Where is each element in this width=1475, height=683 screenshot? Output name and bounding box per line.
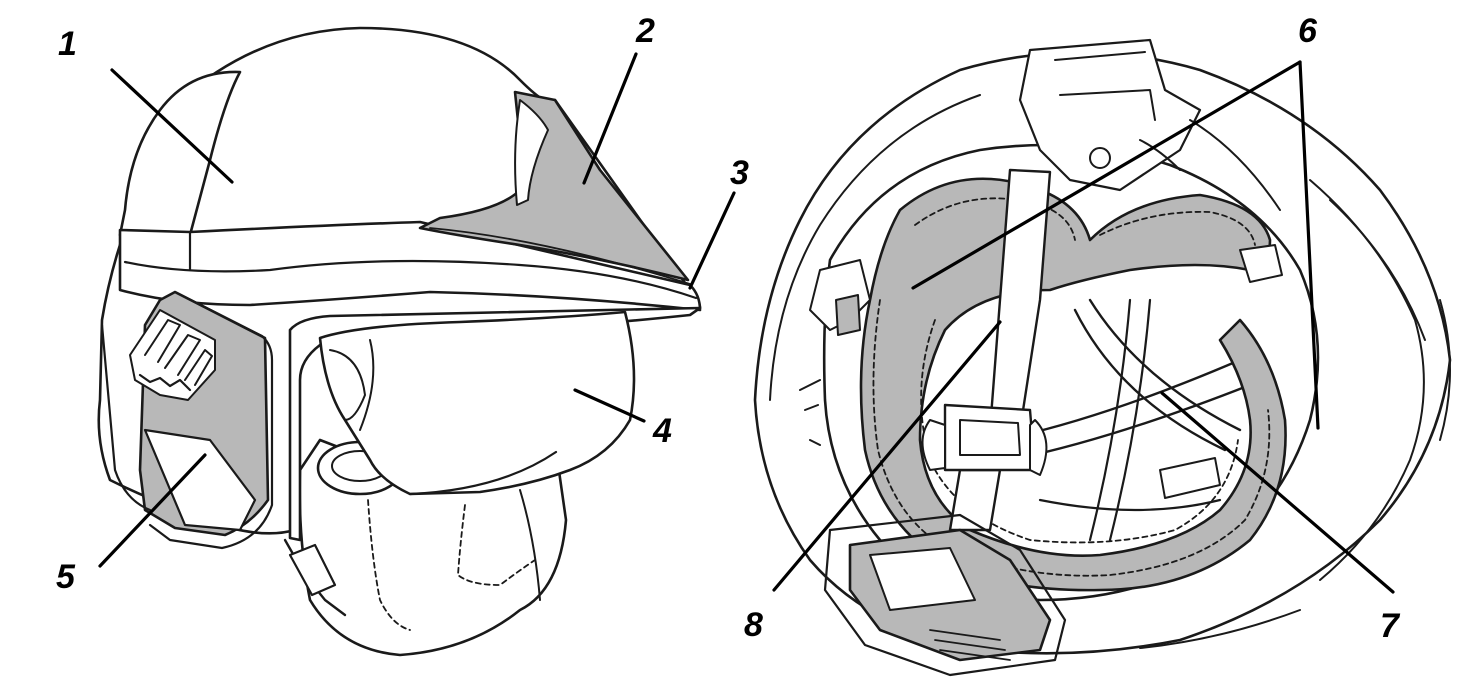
leader-6a <box>911 60 1302 290</box>
callout-7: 7 <box>1380 607 1401 645</box>
buckle <box>943 403 1037 472</box>
ratchet-detail-2 <box>1059 89 1156 121</box>
buckle-inner <box>959 419 1021 456</box>
leader-1 <box>110 68 234 184</box>
lamp-mount-clips <box>129 309 216 401</box>
leader-7 <box>1160 391 1395 594</box>
buckle-side-left <box>921 419 946 471</box>
leader-lines-right <box>772 60 1395 594</box>
rear-bracket-window <box>869 547 976 611</box>
callout-4: 4 <box>652 412 672 450</box>
leader-5 <box>98 453 207 568</box>
visor-inner-left <box>329 349 366 421</box>
brim-band <box>118 220 702 312</box>
lamp-mount-grip <box>138 373 192 392</box>
callout-1: 1 <box>58 25 77 63</box>
headband-pad-stitch-inner <box>920 319 1239 544</box>
callout-labels: 1 2 3 4 5 6 7 8 <box>56 12 1401 645</box>
interior-side-slots <box>799 379 821 446</box>
shell-back-lobe <box>118 70 242 237</box>
interior-rim-4 <box>1139 609 1301 649</box>
interior-rim-3 <box>1329 199 1426 341</box>
leader-lines-left <box>98 52 736 568</box>
cradle-strap-2 <box>1073 308 1227 452</box>
lamp-clip-slot-1 <box>144 319 181 363</box>
leader-4 <box>573 388 646 423</box>
leader-3 <box>688 191 736 290</box>
callout-2: 2 <box>635 12 655 50</box>
cradle-strap-7 <box>1038 498 1222 512</box>
visor-bottom-edge <box>408 450 558 496</box>
ratchet-housing <box>1018 38 1202 192</box>
lamp-mount-frame <box>148 290 274 550</box>
leader-6b <box>1298 60 1320 430</box>
interior-rim-5 <box>1439 299 1451 441</box>
interior-vent <box>1159 457 1221 499</box>
neck-curtain-seam-left <box>367 499 411 631</box>
neck-curtain-fold <box>519 489 541 601</box>
callout-6: 6 <box>1298 12 1318 50</box>
helmet-interior-view <box>753 38 1452 677</box>
ratchet-detail-4 <box>1189 119 1281 211</box>
helmet-exterior-view <box>97 26 702 657</box>
reflective-strip-inner <box>514 99 549 206</box>
reflective-strip-edge <box>429 227 691 285</box>
cradle-strap-1 <box>1088 298 1242 432</box>
visor-curve <box>359 339 375 431</box>
headband-pad-stitch-top-right <box>1099 210 1256 246</box>
nape-strap-lower <box>948 468 1002 532</box>
cradle-strap-5 <box>1088 298 1132 542</box>
ratchet-detail-1 <box>1054 51 1146 61</box>
ratchet-knob <box>1089 147 1111 169</box>
interior-clip-slot <box>835 294 861 336</box>
lamp-clip-slot-2 <box>164 334 201 376</box>
buckle-side-right <box>1029 419 1048 476</box>
lamp-clip-slot-3 <box>184 349 213 386</box>
leader-8 <box>772 320 1002 592</box>
neck-curtain-seam-right <box>457 504 536 586</box>
lamp-mount-wedge <box>143 428 257 532</box>
interior-rim-1 <box>769 94 981 401</box>
callout-3: 3 <box>730 154 749 192</box>
leader-2 <box>582 52 638 185</box>
callout-8: 8 <box>744 606 763 644</box>
rear-bracket-frame <box>823 513 1067 677</box>
visor <box>318 310 636 496</box>
chin-strap-buckle <box>288 543 337 597</box>
rear-bracket-ribs <box>929 629 1011 661</box>
brim-edge <box>123 259 698 300</box>
ratchet-detail-3 <box>1139 139 1181 171</box>
headband-pad-stitch-outer <box>872 299 1271 577</box>
interior-clips-right <box>1239 244 1283 283</box>
callout-5: 5 <box>56 558 76 596</box>
shell-side-lower <box>100 323 152 512</box>
